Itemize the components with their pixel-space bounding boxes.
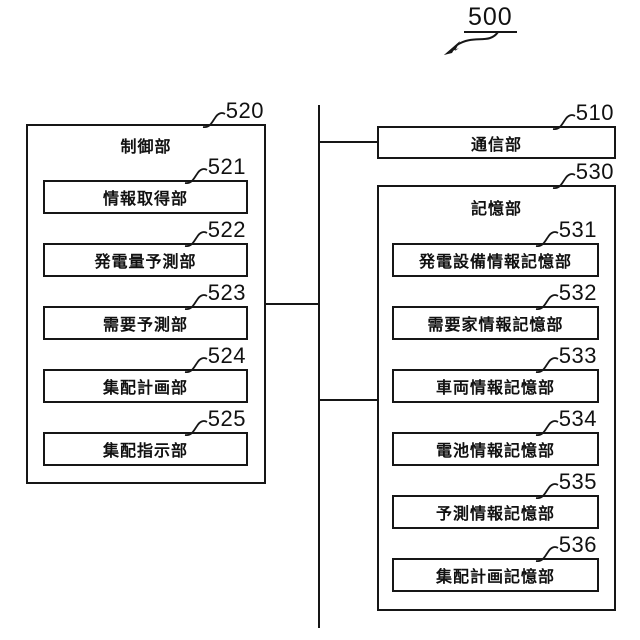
ref-number: 524 xyxy=(207,343,246,368)
sub-block-label: 車両情報記憶部 xyxy=(435,380,555,397)
connector-bus-communication xyxy=(320,141,377,143)
sub-block-label: 需要予測部 xyxy=(102,317,188,334)
leader-line-icon xyxy=(184,168,208,184)
sub-block-label: 集配計画部 xyxy=(102,380,188,397)
sub-block-label: 需要家情報記憶部 xyxy=(427,317,564,334)
ref-number: 532 xyxy=(558,280,597,305)
sub-block-label: 情報取得部 xyxy=(102,191,188,208)
leader-line-icon xyxy=(202,112,226,128)
ref-label-521: 521 xyxy=(184,154,246,184)
ref-number: 531 xyxy=(558,217,597,242)
figure-ref-label: 500 xyxy=(464,4,517,33)
ref-label-523: 523 xyxy=(184,280,246,310)
connector-control-bus xyxy=(266,303,320,305)
ref-label-storage: 530 xyxy=(552,159,614,189)
ref-label-531: 531 xyxy=(535,217,597,247)
sub-block-consumer-storage: 需要家情報記憶部 xyxy=(392,306,599,340)
leader-line-icon xyxy=(535,483,559,499)
sub-block-vehicle-storage: 車両情報記憶部 xyxy=(392,369,599,403)
block-control-title: 制御部 xyxy=(120,139,172,156)
leader-line-icon xyxy=(552,114,576,130)
sub-block-dispatch-planning: 集配計画部 xyxy=(43,369,248,403)
ref-label-522: 522 xyxy=(184,217,246,247)
sub-block-dispatch-plan-storage: 集配計画記憶部 xyxy=(392,558,599,592)
ref-number: 522 xyxy=(207,217,246,242)
ref-label-control: 520 xyxy=(202,98,264,128)
ref-number: 521 xyxy=(207,154,246,179)
ref-label-524: 524 xyxy=(184,343,246,373)
sub-block-generation-prediction: 発電量予測部 xyxy=(43,243,248,277)
leader-line-icon xyxy=(552,173,576,189)
ref-label-532: 532 xyxy=(535,280,597,310)
block-storage-title: 記憶部 xyxy=(470,201,522,218)
leader-line-icon xyxy=(184,420,208,436)
leader-line-icon xyxy=(184,294,208,310)
ref-number: 523 xyxy=(207,280,246,305)
leader-line-icon xyxy=(535,294,559,310)
sub-block-demand-prediction: 需要予測部 xyxy=(43,306,248,340)
leader-line-icon xyxy=(535,357,559,373)
sub-block-label: 集配計画記憶部 xyxy=(435,569,555,586)
leader-line-icon xyxy=(184,357,208,373)
figure-ref-arrow-icon xyxy=(444,31,499,55)
sub-block-label: 予測情報記憶部 xyxy=(435,506,555,523)
ref-label-535: 535 xyxy=(535,469,597,499)
ref-number: 535 xyxy=(558,469,597,494)
ref-number: 525 xyxy=(207,406,246,431)
ref-label-534: 534 xyxy=(535,406,597,436)
sub-block-label: 集配指示部 xyxy=(102,443,188,460)
leader-line-icon xyxy=(184,231,208,247)
ref-number: 536 xyxy=(558,532,597,557)
connector-bus-storage xyxy=(320,399,377,401)
leader-line-icon xyxy=(535,231,559,247)
sub-block-battery-storage: 電池情報記憶部 xyxy=(392,432,599,466)
ref-number: 533 xyxy=(558,343,597,368)
ref-number: 534 xyxy=(558,406,597,431)
ref-label-533: 533 xyxy=(535,343,597,373)
sub-block-generation-facility-storage: 発電設備情報記憶部 xyxy=(392,243,599,277)
sub-block-label: 発電量予測部 xyxy=(94,254,197,271)
ref-number: 530 xyxy=(575,159,614,184)
sub-block-dispatch-instruction: 集配指示部 xyxy=(43,432,248,466)
ref-label-525: 525 xyxy=(184,406,246,436)
sub-block-label: 電池情報記憶部 xyxy=(435,443,555,460)
ref-label-536: 536 xyxy=(535,532,597,562)
block-communication-title: 通信部 xyxy=(470,136,522,154)
sub-block-label: 発電設備情報記憶部 xyxy=(418,254,572,271)
ref-label-communication: 510 xyxy=(552,100,614,130)
block-communication: 通信部 xyxy=(377,126,616,159)
ref-number: 520 xyxy=(225,98,264,123)
ref-number: 510 xyxy=(575,100,614,125)
sub-block-prediction-storage: 予測情報記憶部 xyxy=(392,495,599,529)
bus-line xyxy=(318,105,320,628)
leader-line-icon xyxy=(535,420,559,436)
leader-line-icon xyxy=(535,546,559,562)
sub-block-information-acquisition: 情報取得部 xyxy=(43,180,248,214)
